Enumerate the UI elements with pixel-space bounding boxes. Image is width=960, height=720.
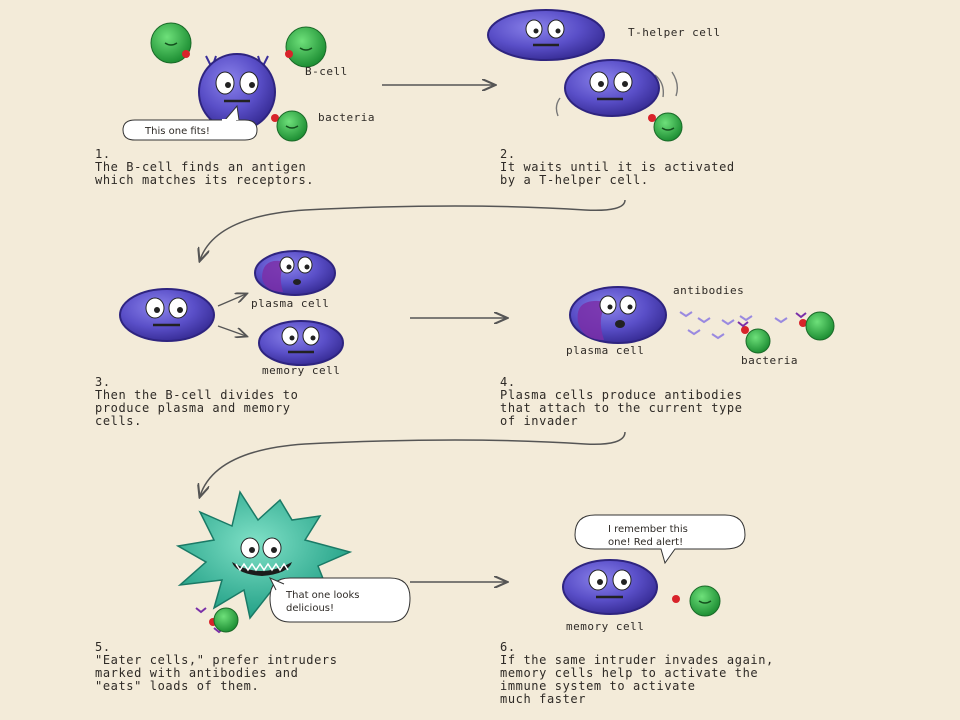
bacteria-1c — [271, 110, 308, 142]
bacteria-6 — [672, 585, 721, 617]
step-6-caption: 6. If the same intruder invades again, m… — [500, 640, 774, 706]
speech-bubble-fits: This one fits! — [122, 104, 258, 141]
label-memory-cell-3: memory cell — [262, 364, 340, 377]
label-plasma-cell-3: plasma cell — [251, 297, 329, 310]
speech-bubble-delicious: That one looks delicious! — [268, 577, 411, 623]
bacteria-4a — [737, 321, 771, 354]
b-cell-activated — [555, 59, 679, 117]
b-cell — [198, 53, 276, 131]
panel-1: This one fits! B-cell bacteria — [122, 22, 375, 142]
step-4-caption: 4. Plasma cells produce antibodies that … — [500, 375, 743, 428]
b-cell-dividing — [119, 288, 215, 342]
bubble-fits-text: This one fits! — [144, 126, 210, 137]
label-b-cell: B-cell — [305, 65, 348, 78]
label-t-helper: T-helper cell — [628, 26, 721, 39]
arrow-to-memory — [217, 325, 246, 336]
panel-6: I remember this one! Red alert! memory c… — [562, 514, 746, 633]
eater-cell — [175, 490, 353, 620]
bacteria-5 — [195, 607, 239, 634]
label-memory-cell-6: memory cell — [566, 620, 644, 633]
panel-5: That one looks delicious! — [175, 490, 411, 634]
step-2-caption: 2. It waits until it is activated by a T… — [500, 147, 735, 187]
speech-bubble-remember: I remember this one! Red alert! — [574, 514, 746, 565]
bacteria-1a — [150, 22, 192, 64]
bubble-remember-text-2: one! Red alert! — [608, 537, 683, 548]
panel-2: T-helper cell — [487, 9, 721, 142]
memory-cell-3 — [258, 320, 344, 366]
bubble-delicious-text-2: delicious! — [286, 603, 334, 614]
arrow-4-to-5 — [200, 431, 626, 496]
arrow-2-to-3 — [200, 199, 626, 260]
antibodies-group — [679, 311, 788, 340]
memory-cell-6 — [562, 559, 658, 615]
bacteria-4b — [795, 311, 835, 341]
panel-3: plasma cell memory cell — [119, 250, 344, 377]
bubble-delicious-text-1: That one looks — [285, 590, 359, 601]
bacteria-2 — [648, 112, 683, 142]
arrow-to-plasma — [217, 294, 246, 307]
panel-4: antibodies plasm — [566, 284, 835, 367]
t-helper-cell — [487, 9, 605, 61]
step-3-caption: 3. Then the B-cell divides to produce pl… — [95, 375, 299, 428]
label-bacteria-1: bacteria — [318, 111, 375, 124]
bubble-remember-text-1: I remember this — [608, 524, 688, 535]
plasma-cell-3 — [254, 250, 336, 296]
step-5-caption: 5. "Eater cells," prefer intruders marke… — [95, 640, 338, 693]
bacteria-1b — [285, 26, 327, 68]
label-plasma-cell-4: plasma cell — [566, 344, 644, 357]
label-antibodies: antibodies — [673, 284, 744, 297]
step-1-caption: 1. The B-cell finds an antigen which mat… — [95, 147, 315, 187]
label-bacteria-4: bacteria — [741, 354, 798, 367]
plasma-cell-4 — [569, 286, 667, 344]
